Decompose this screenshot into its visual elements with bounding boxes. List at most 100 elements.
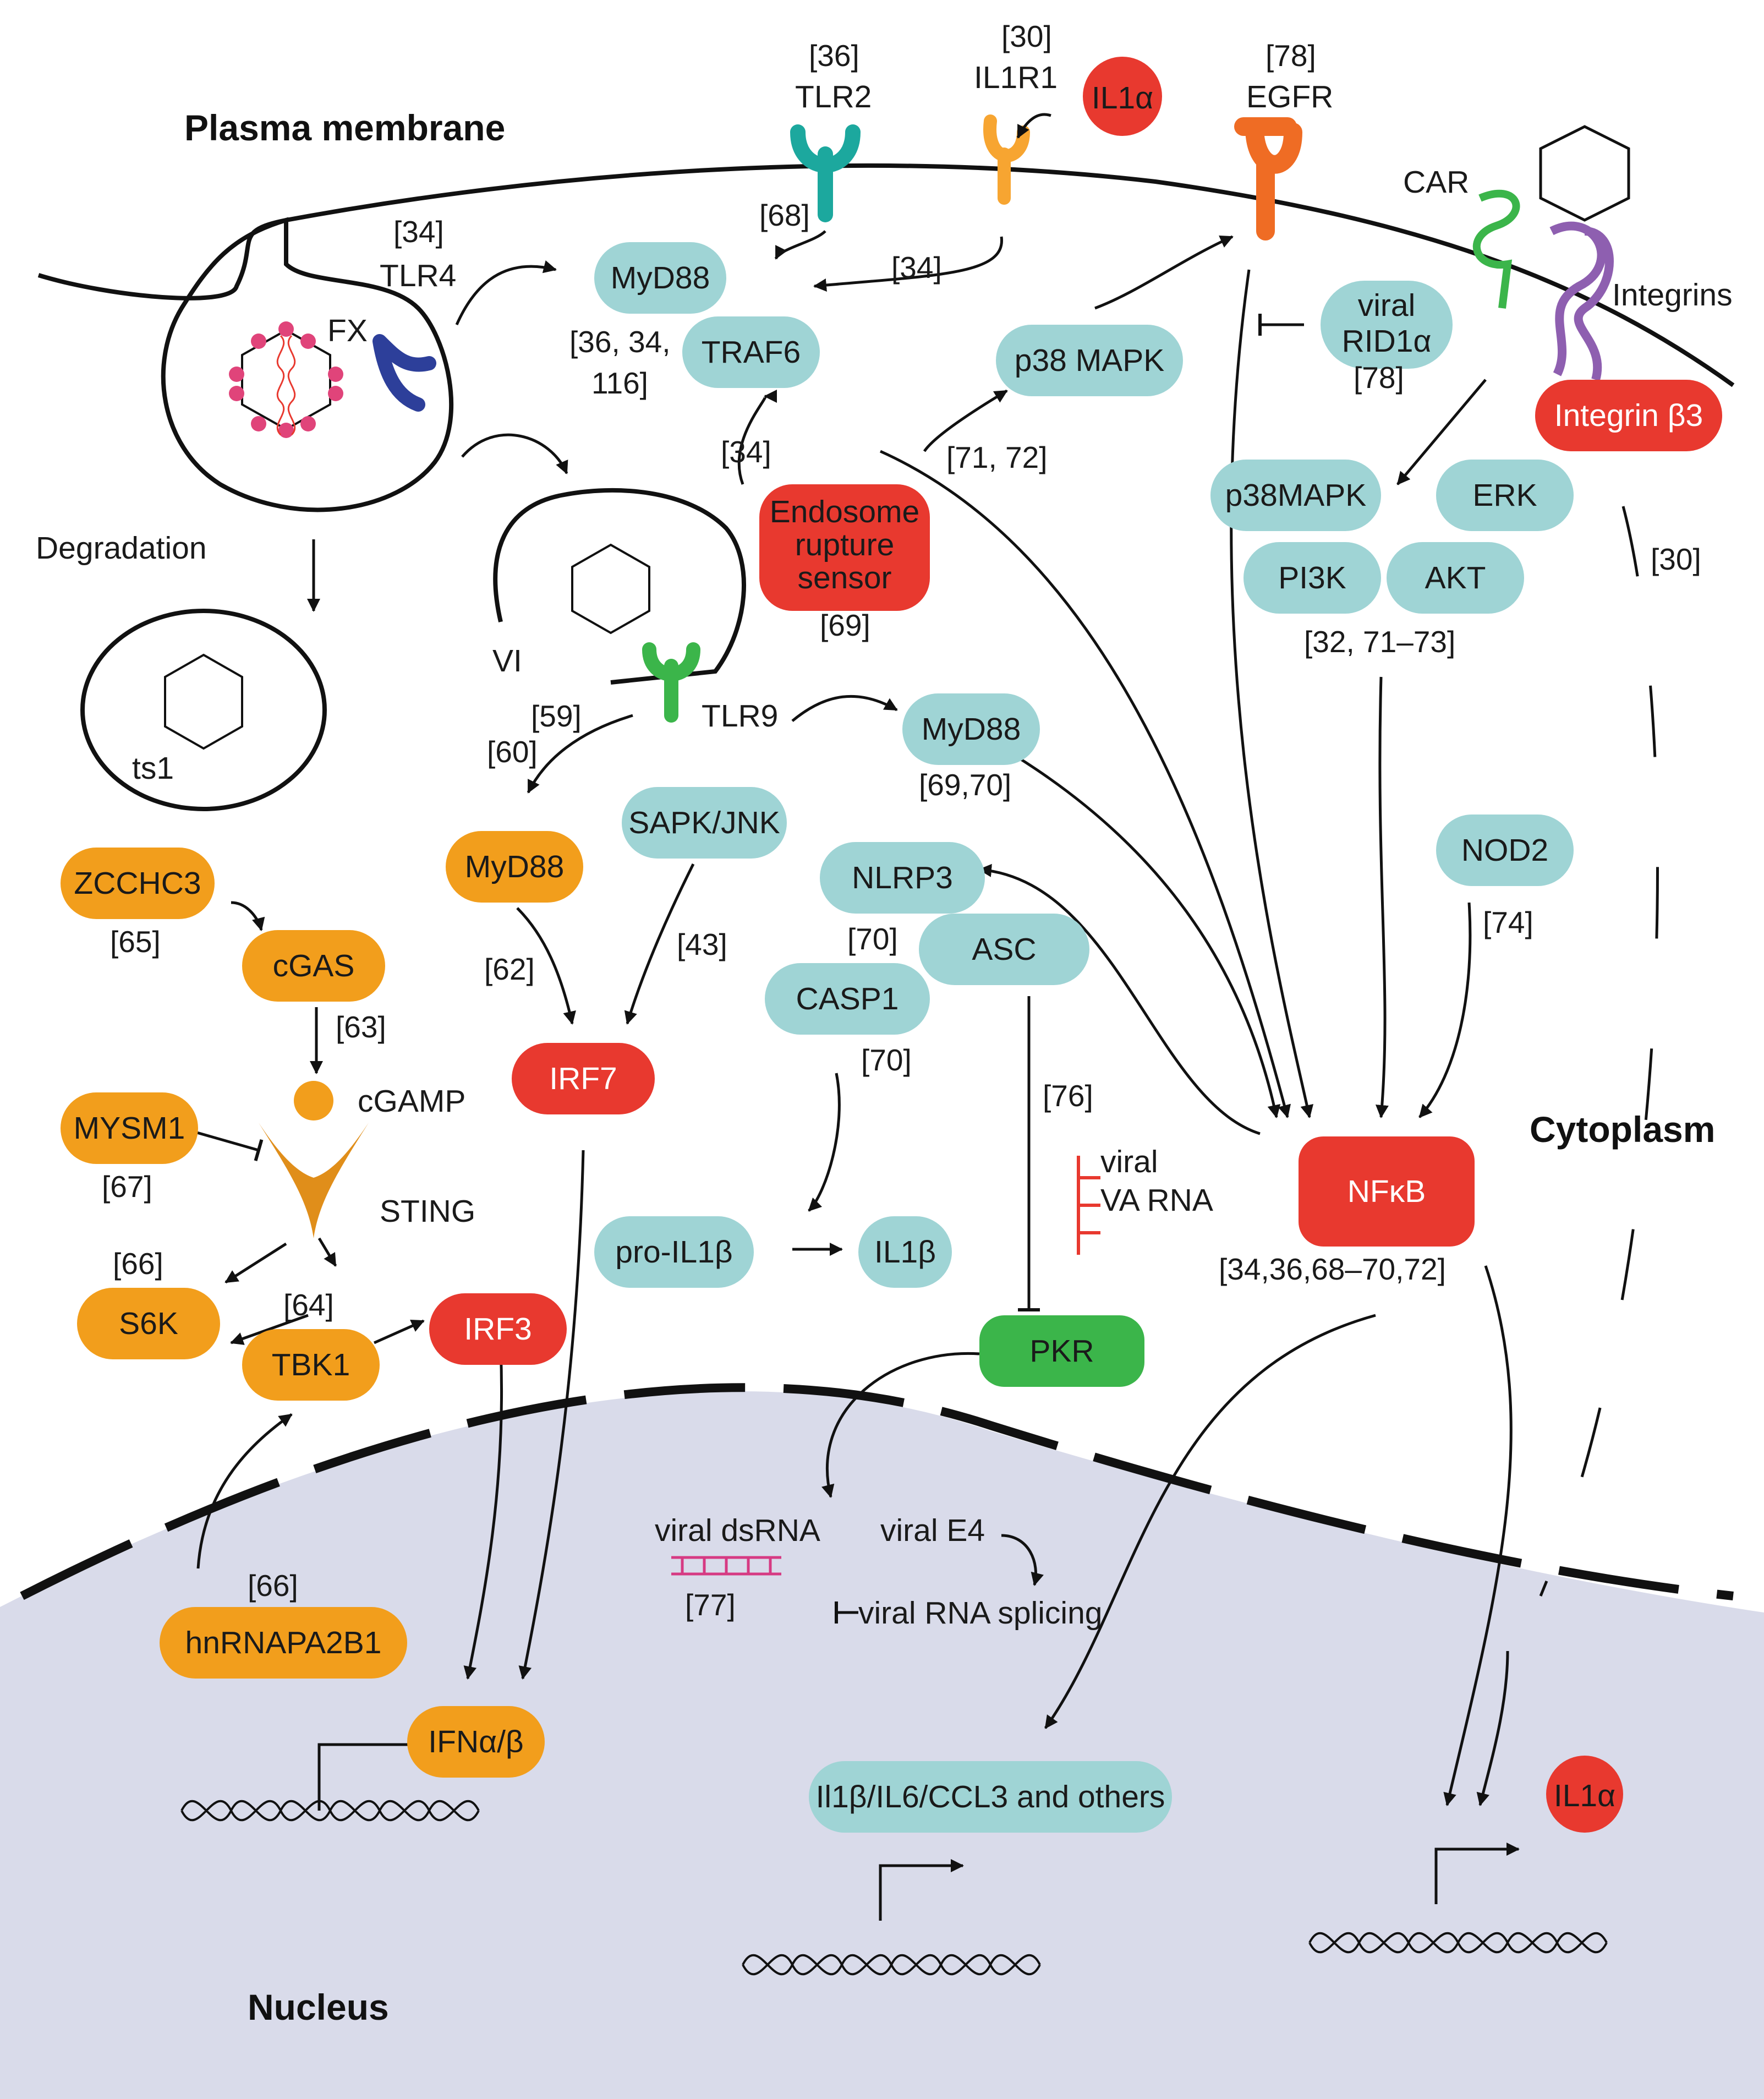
surface-virus-capsid	[1539, 125, 1630, 222]
ref-76: [76]	[1043, 1079, 1093, 1113]
svg-text:cGAMP: cGAMP	[358, 1084, 465, 1119]
ref-traf6-a: [36, 34,	[569, 325, 670, 359]
ref-66-hn: [66]	[248, 1568, 298, 1603]
mysm1-node: MYSM1	[61, 1092, 198, 1164]
irf3-node: IRF3	[429, 1293, 567, 1365]
egfr-receptor	[1234, 117, 1302, 240]
fx-label: FX	[327, 313, 368, 348]
degradation-label: Degradation	[36, 531, 207, 566]
viral-e4-label: viral E4	[880, 1513, 985, 1548]
il1r1-receptor	[983, 114, 1030, 205]
ts1-label: ts1	[132, 751, 174, 786]
cytoplasm-label: Cytoplasm	[1530, 1109, 1715, 1150]
svg-text:Il1β/IL6/CCL3 and others: Il1β/IL6/CCL3 and others	[816, 1779, 1165, 1814]
svg-text:sensor: sensor	[797, 560, 891, 595]
il1r-right-path	[1539, 506, 1659, 1597]
svg-text:TBK1: TBK1	[272, 1347, 350, 1382]
degraded-capsid	[164, 653, 243, 750]
pi3k-node: PI3K	[1243, 542, 1381, 614]
il1b-node: IL1β	[858, 1216, 952, 1288]
ref-74: [74]	[1483, 905, 1533, 939]
tbk1-node: TBK1	[242, 1329, 380, 1401]
svg-text:viral: viral	[1358, 288, 1416, 323]
traf6-node: TRAF6	[682, 316, 820, 388]
nucleus-region	[0, 1391, 1764, 2099]
svg-text:viral: viral	[1100, 1144, 1158, 1179]
ref-70-asc: [70]	[847, 922, 898, 956]
svg-text:CASP1: CASP1	[796, 981, 899, 1016]
svg-text:ASC: ASC	[972, 932, 1036, 967]
svg-text:PKR: PKR	[1029, 1333, 1094, 1369]
sapk-jnk-node: SAPK/JNK	[622, 787, 787, 859]
pathway-arrows	[181, 113, 1520, 1921]
svg-text:Integrin β3: Integrin β3	[1554, 398, 1703, 433]
ref-63: [63]	[336, 1010, 386, 1044]
ref-77: [77]	[685, 1588, 736, 1622]
integrins-receptor	[1549, 221, 1614, 381]
svg-text:NLRP3: NLRP3	[852, 860, 953, 895]
ref-34-endosome: [34]	[721, 435, 771, 469]
car-receptor	[1472, 189, 1520, 309]
ref-64: [64]	[283, 1288, 334, 1322]
ifn-node: IFNα/β	[407, 1706, 545, 1778]
il1a-nucleus-node: IL1α	[1546, 1756, 1623, 1833]
ref-78-rid: [78]	[1354, 360, 1404, 395]
svg-text:MYSM1: MYSM1	[74, 1111, 185, 1146]
cgamp-node: cGAMP	[294, 1081, 465, 1120]
endosome-rupture-sensor-node: Endosome rupture sensor	[759, 484, 930, 611]
p38-mapk-node: p38 MAPK	[996, 325, 1183, 396]
nlrp3-node: NLRP3	[820, 842, 985, 914]
ref-62: [62]	[484, 952, 535, 986]
egfr-ref: [78]	[1266, 39, 1316, 73]
tlr9-receptor	[642, 642, 700, 723]
svg-text:IL1α: IL1α	[1554, 1778, 1615, 1813]
nucleus-label: Nucleus	[248, 1987, 389, 2027]
ref-65: [65]	[110, 925, 161, 959]
genes-node: Il1β/IL6/CCL3 and others	[809, 1761, 1172, 1833]
irf7-node: IRF7	[512, 1043, 655, 1114]
ref-66-s6k: [66]	[113, 1247, 163, 1281]
tlr2-ref: [36]	[809, 39, 859, 73]
svg-text:pro-IL1β: pro-IL1β	[615, 1234, 732, 1270]
svg-text:IRF7: IRF7	[549, 1061, 617, 1096]
car-label: CAR	[1403, 165, 1469, 200]
svg-text:p38MAPK: p38MAPK	[1225, 478, 1367, 513]
svg-text:NFκB: NFκB	[1347, 1174, 1426, 1209]
tlr2-label: TLR2	[795, 79, 872, 114]
egfr-label: EGFR	[1246, 79, 1333, 114]
svg-text:ZCCHC3: ZCCHC3	[74, 866, 201, 901]
svg-text:SAPK/JNK: SAPK/JNK	[628, 805, 780, 840]
cgas-node: cGAS	[242, 930, 385, 1002]
pkr-node: PKR	[979, 1315, 1144, 1387]
ref-nfkb: [34,36,68–70,72]	[1219, 1252, 1446, 1286]
il1a-outside-node: IL1α	[1083, 57, 1162, 136]
svg-text:RID1α: RID1α	[1342, 324, 1432, 359]
sting-node: STING	[259, 1123, 475, 1238]
svg-text:Endosome: Endosome	[770, 494, 920, 529]
svg-text:p38 MAPK: p38 MAPK	[1015, 343, 1164, 378]
ref-69: [69]	[820, 608, 870, 642]
myd88-tlr9-node: MyD88	[902, 693, 1040, 765]
nfkb-node: NFκB	[1299, 1136, 1475, 1247]
svg-text:hnRNAPA2B1: hnRNAPA2B1	[185, 1625, 382, 1660]
degradation-vesicle	[80, 609, 327, 811]
il1r1-label: IL1R1	[974, 60, 1058, 95]
p38mapk-node: p38MAPK	[1210, 460, 1381, 531]
svg-text:viral dsRNA: viral dsRNA	[655, 1513, 820, 1548]
myd88-irf7-node: MyD88	[446, 831, 583, 903]
svg-text:MyD88: MyD88	[611, 260, 710, 296]
svg-text:NOD2: NOD2	[1461, 833, 1548, 868]
viral-dsrna-node: viral dsRNA	[655, 1513, 820, 1576]
ref-60: [60]	[487, 735, 538, 769]
tlr4-ref: [34]	[393, 215, 444, 249]
svg-text:PI3K: PI3K	[1278, 560, 1346, 595]
nod2-node: NOD2	[1436, 815, 1574, 886]
plasma-membrane	[37, 163, 1735, 387]
pro-il1b-node: pro-IL1β	[594, 1216, 754, 1288]
tlr4-receptor	[372, 334, 436, 412]
ref-68: [68]	[759, 198, 810, 232]
vi-label: VI	[492, 643, 522, 679]
ref-32-71-73: [32, 71–73]	[1304, 625, 1455, 659]
svg-text:STING: STING	[380, 1194, 475, 1229]
asc-node: ASC	[919, 914, 1089, 985]
